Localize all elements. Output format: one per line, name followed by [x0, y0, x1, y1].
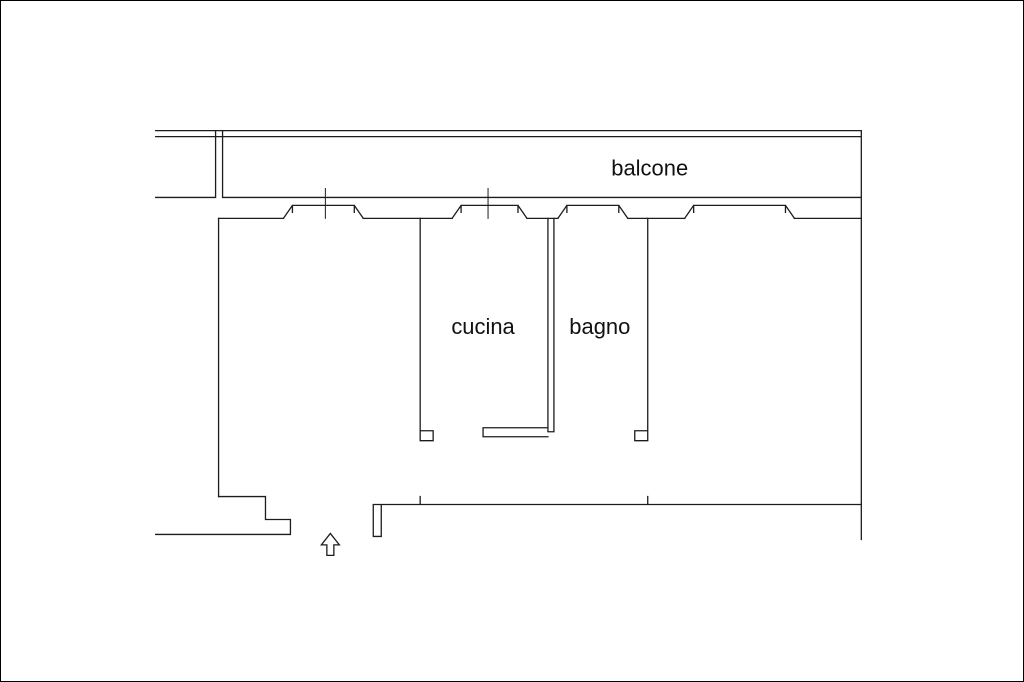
bottom-walls — [155, 495, 862, 538]
window-axis-ticks — [324, 187, 489, 219]
interior-walls — [217, 217, 649, 498]
entrance-arrow-icon — [320, 532, 341, 557]
window-openings — [282, 204, 796, 220]
walls-group — [155, 129, 862, 541]
room-label-balcone: balcone — [611, 155, 688, 180]
balcony-walls — [155, 129, 862, 541]
room-label-bagno: bagno — [569, 314, 630, 339]
room-label-cucina: cucina — [451, 314, 515, 339]
